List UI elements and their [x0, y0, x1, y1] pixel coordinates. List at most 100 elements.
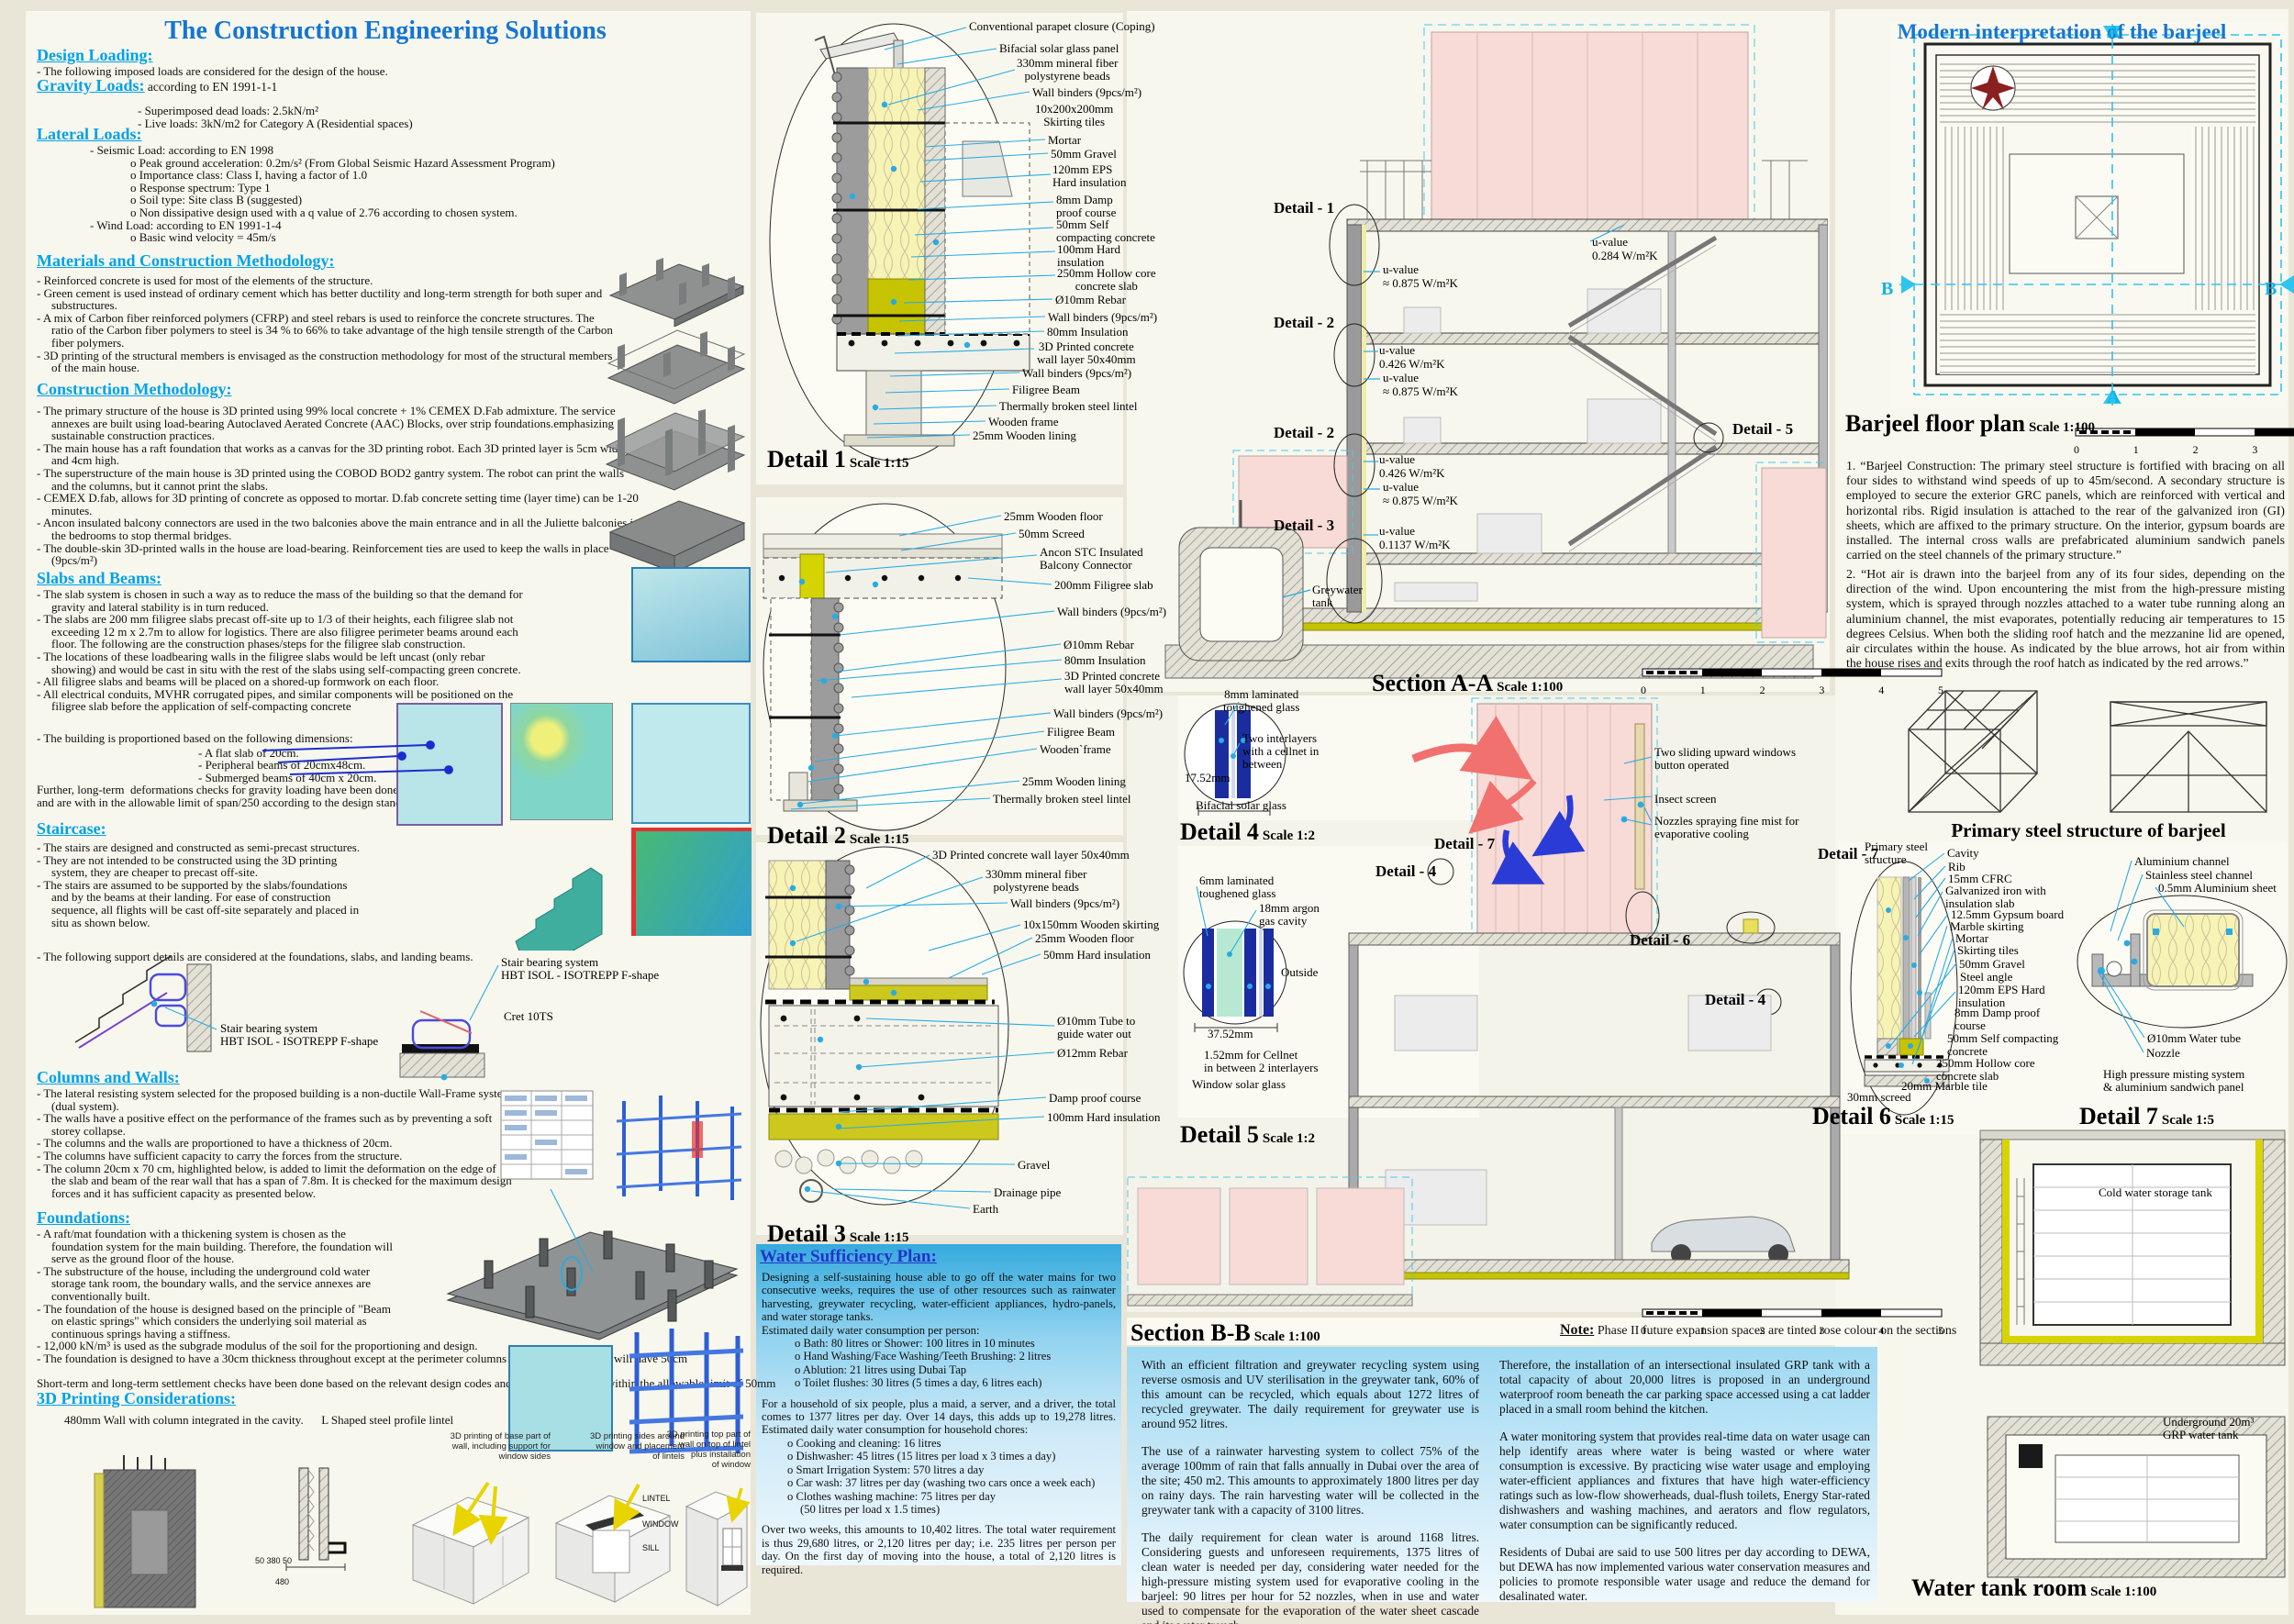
callout-label: 3D printing sides around window and plac… [590, 1431, 685, 1462]
callout-label: B [2265, 279, 2277, 299]
water-plan-line: Estimated daily water consumption per pe… [762, 1323, 980, 1337]
callout-label: Ø12mm Rebar [1057, 1046, 1128, 1060]
callout-label: 3D Printed concrete wall layer 50x40mm [1037, 339, 1136, 366]
callout-label: Insect screen [1654, 792, 1717, 806]
section-lines: - The primary structure of the house is … [37, 405, 751, 567]
text-line: - 3D printing of the structural members … [37, 348, 613, 362]
callout-label: 50mm Gravel [1959, 957, 2025, 971]
water-plan-line: o Dishwasher: 45 litres (15 litres per l… [787, 1450, 1056, 1463]
callout-label: Ø10mm Water tube [2147, 1031, 2241, 1045]
callout-label: Nozzle [2146, 1046, 2180, 1060]
column-frame-model [616, 1096, 742, 1200]
callout-label: Conventional parapet closure (Coping) [969, 19, 1155, 33]
drawing-title: Detail 2 Scale 1:15 [767, 822, 909, 849]
section-lines: - The lateral resisting system selected … [37, 1087, 751, 1199]
scalebar-tick: 3 [1819, 1324, 1825, 1337]
stair-bearing-detail-1 [74, 955, 212, 1052]
drawing-title: Detail 5 Scale 1:2 [1180, 1121, 1315, 1148]
section-heading: Staircase: [37, 819, 106, 838]
section-AA-drawing [1164, 24, 1828, 679]
section-lateral-loads: Lateral Loads: - Seismic Load: according… [37, 125, 751, 244]
callout-label: 330mm mineral fiber polystyrene beads [986, 867, 1087, 894]
text-line: - The substructure of the house, includi… [37, 1263, 371, 1278]
text-line: showing) and would be cast in situ with … [51, 662, 521, 676]
text-line: - All filigree slabs and beams will be p… [37, 674, 440, 689]
scalebar-tick: 2 [1759, 1324, 1765, 1337]
drawing-title: Detail 6 Scale 1:15 [1812, 1103, 1954, 1129]
text-line: fiber polymers. [51, 335, 125, 350]
callout-label: Outside [1281, 965, 1319, 979]
water-plan-heading: Water Sufficiency Plan: [760, 1247, 937, 1266]
text-line: - The following support details are cons… [37, 950, 473, 964]
section-heading: Columns and Walls: [37, 1068, 180, 1086]
foundation-frame-thumb [629, 1329, 744, 1454]
text-line: the bedrooms to stop thermal bridges. [51, 528, 232, 542]
water-plan-line: (50 litres per load x 1.5 times) [800, 1502, 941, 1516]
callout-label: 25mm Wooden floor [1004, 509, 1103, 523]
text-line: - The column 20cm x 70 cm, highlighted b… [37, 1161, 496, 1175]
drawing-title: Detail 1 Scale 1:15 [767, 446, 909, 473]
section-lines: - Superimposed dead loads: 2.5kN/m²- Liv… [37, 105, 751, 129]
callout-label: Earth [973, 1202, 999, 1216]
callout-label: 8mm Damp proof course [1056, 193, 1117, 219]
water-plan-line: o Bath: 80 litres or Shower: 100 litres … [795, 1337, 1035, 1351]
text-line: - The superstructure of the main house i… [37, 465, 625, 480]
callout-label: 120mm EPS Hard insulation [1958, 983, 2045, 1009]
callout-label: Thermally broken steel lintel [993, 792, 1131, 806]
text-line: (9pcs/m²) [51, 553, 98, 568]
detail-5-drawing [1183, 920, 1287, 1032]
text-line: forces and it has sufficient capacity as… [51, 1185, 317, 1200]
section-BB-drawing [1348, 697, 1850, 1280]
detail-7-drawing [2077, 895, 2288, 1029]
water-tank-room-plan-drawing [1987, 1416, 2286, 1578]
text-line: - A mix of Carbon fiber reinforced polym… [37, 310, 595, 325]
callout-label: Ø10mm Rebar [1055, 293, 1126, 306]
scalebar-tick: 0 [1641, 1324, 1646, 1337]
text-line: - The building is proportioned based on … [37, 730, 353, 745]
callout-label: 3D Printed concrete wall layer 50x40mm [932, 848, 1130, 862]
section-heading: Design Loading: [37, 46, 153, 64]
raft-foundation-model [446, 1230, 739, 1340]
callout-label: Mortar [1955, 931, 1989, 945]
callout-label: Ø10mm Tube to guide water out [1057, 1014, 1136, 1040]
section-lines: - Reinforced concrete is used for most o… [37, 274, 751, 374]
bb-note-strip [1127, 1318, 1877, 1345]
text-line: ratio of the Carbon fiber polymers to st… [51, 323, 613, 338]
callout-label: 8mm Damp proof course [1954, 1006, 2041, 1032]
text-line: - The walls have a positive effect on th… [37, 1111, 493, 1126]
callout-label: 100mm Hard insulation [1057, 242, 1120, 269]
scalebar-tick: 1 [2133, 443, 2139, 456]
text-line: serve as the ground floor of the house. [51, 1251, 235, 1266]
slab-plan-thumb [396, 703, 503, 826]
callout-label: High pressure misting system & aluminium… [2103, 1067, 2245, 1094]
callout-label: u-value ≈ 0.875 W/m²K [1383, 262, 1458, 290]
water-plan-line: o Smart Irrigation System: 570 litres a … [787, 1463, 985, 1476]
boundary-wall-strip-drawing [1127, 1176, 1413, 1307]
bb-paragraph: A water monitoring system that provides … [1499, 1429, 1870, 1531]
bb-text-col1: With an efficient filtration and greywat… [1141, 1358, 1479, 1624]
section-design-loading: Design Loading: - The following imposed … [37, 46, 751, 78]
callout-label: Detail - 1 [1274, 199, 1335, 217]
text-line: - 12,000 kN/m³ is used as the subgrade m… [37, 1339, 478, 1353]
callout-label: u-value 0.426 W/m²K [1379, 452, 1445, 480]
text-line: conventionally built. [51, 1288, 150, 1303]
callout-label: u-value 0.284 W/m²K [1592, 235, 1658, 262]
slab-3d-thumb [631, 567, 751, 662]
stair-flight-thumb [515, 867, 603, 951]
bb-paragraph: Residents of Dubai are said to use 500 l… [1499, 1545, 1870, 1603]
barjeel-paragraph-1: 1. “Barjeel Construction: The primary st… [1846, 459, 2285, 562]
callout-label: Primary steel structure [1865, 840, 1928, 866]
callout-label: 3D Printed concrete wall layer 50x40mm [1064, 669, 1164, 695]
section-heading: 3D Printing Considerations: [37, 1389, 237, 1407]
text-line: Further, long-term deformations checks f… [37, 783, 399, 797]
section-heading: Gravity Loads: [37, 76, 145, 95]
text-line: gravity and lateral stability is in turn… [51, 599, 269, 614]
water-plan-panel [756, 1244, 1121, 1565]
callout-label: u-value ≈ 0.875 W/m²K [1383, 371, 1458, 398]
water-plan-line: o Cooking and cleaning: 16 litres [787, 1436, 941, 1450]
callout-label: 80mm Insulation [1064, 653, 1146, 667]
text-line: substructures. [51, 298, 117, 313]
callout-label: Aluminium channel [2134, 854, 2230, 868]
text-line: - The following imposed loads are consid… [37, 64, 388, 78]
